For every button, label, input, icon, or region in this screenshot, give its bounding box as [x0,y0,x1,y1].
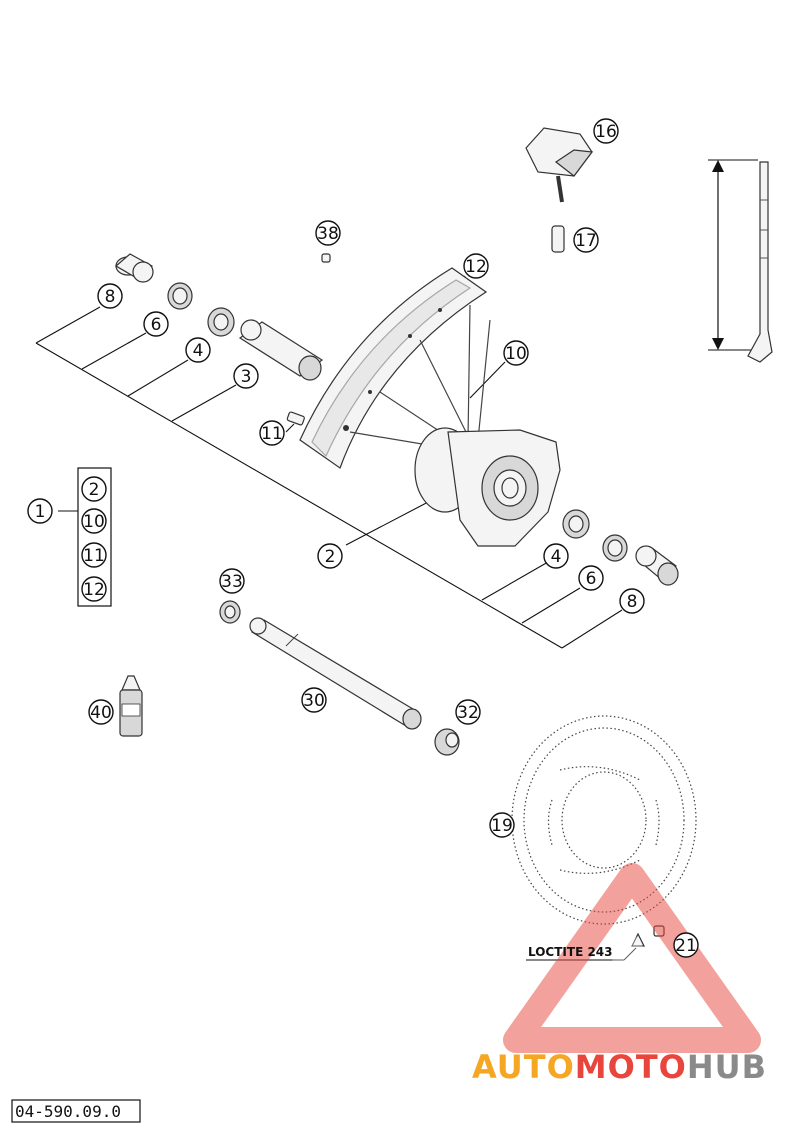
axle-drawing [249,617,422,730]
svg-text:11: 11 [83,546,105,566]
callout-8-right: 8 [619,588,645,614]
svg-text:21: 21 [675,936,697,956]
callout-30: 30 [301,687,327,713]
svg-text:10: 10 [505,344,527,364]
svg-text:19: 19 [491,816,513,836]
callout-6-left: 6 [143,311,169,337]
callout-19: 19 [489,812,515,838]
bolt-drawing [286,411,305,426]
callout-33: 33 [219,568,245,594]
shaft-seal-drawing [219,600,241,624]
callout-21: 21 [673,932,699,958]
callout-box-12: 12 [81,576,107,602]
callout-box-11: 11 [81,542,107,568]
svg-text:40: 40 [90,703,112,723]
svg-text:6: 6 [586,569,597,589]
svg-text:17: 17 [575,231,597,251]
callout-17: 17 [573,227,599,253]
rim-lock-drawing [525,127,594,203]
callout-32: 32 [455,699,481,725]
nut-drawing [551,225,565,253]
svg-text:33: 33 [221,572,243,592]
svg-text:38: 38 [317,224,339,244]
callout-12: 12 [463,253,489,279]
brake-disc-drawing [511,715,697,925]
svg-text:2: 2 [89,480,100,500]
hub-drawing [414,427,561,547]
callout-16: 16 [593,118,619,144]
svg-text:12: 12 [465,257,487,277]
distance-tube-drawing [238,319,324,381]
svg-text:16: 16 [595,122,617,142]
parts-drawings [77,127,773,947]
bearing-left-drawing [207,307,235,337]
svg-text:3: 3 [241,367,252,387]
svg-text:4: 4 [551,547,562,567]
bearing-right-drawing [562,509,590,539]
svg-text:12: 12 [83,580,105,600]
callout-4-right: 4 [543,543,569,569]
svg-text:30: 30 [303,691,325,711]
spacer-right-drawing [635,545,679,586]
callout-8-left: 8 [97,283,123,309]
loctite-note: LOCTITE 243 [528,945,613,959]
callout-11: 11 [259,420,285,446]
rim-drawing [299,267,488,469]
svg-text:1: 1 [35,502,46,522]
svg-text:10: 10 [83,512,105,532]
svg-text:6: 6 [151,315,162,335]
callouts: 1 2 10 11 12 8 6 4 3 38 12 10 11 2 4 6 8… [27,118,699,958]
nipple-drawing [321,253,331,263]
document-number-box: 04-590.09.0 [11,1099,141,1123]
callout-40: 40 [88,699,114,725]
seal-ring-right-drawing [602,534,628,562]
callout-6-right: 6 [578,565,604,591]
svg-text:11: 11 [261,424,283,444]
callout-1: 1 [27,498,53,524]
callout-3: 3 [233,363,259,389]
document-number: 04-590.09.0 [15,1102,121,1121]
callout-10: 10 [503,340,529,366]
svg-text:4: 4 [193,341,204,361]
valve-stem-drawing [708,159,773,363]
svg-text:8: 8 [105,287,116,307]
loctite-bottle-drawing [119,675,143,737]
svg-text:8: 8 [627,592,638,612]
svg-text:32: 32 [457,703,479,723]
seal-ring-left-drawing [167,282,193,310]
spacer-left-drawing [114,253,154,283]
watermark-text: AUTOMOTOHUB [472,1048,767,1086]
part-list-box [77,467,112,607]
callout-4-left: 4 [185,337,211,363]
callout-38: 38 [315,220,341,246]
callout-box-10: 10 [81,508,107,534]
axle-nut-drawing [434,728,460,756]
svg-text:2: 2 [325,547,336,567]
callout-2: 2 [317,543,343,569]
callout-box-2: 2 [81,476,107,502]
watermark-logo [503,863,761,1053]
